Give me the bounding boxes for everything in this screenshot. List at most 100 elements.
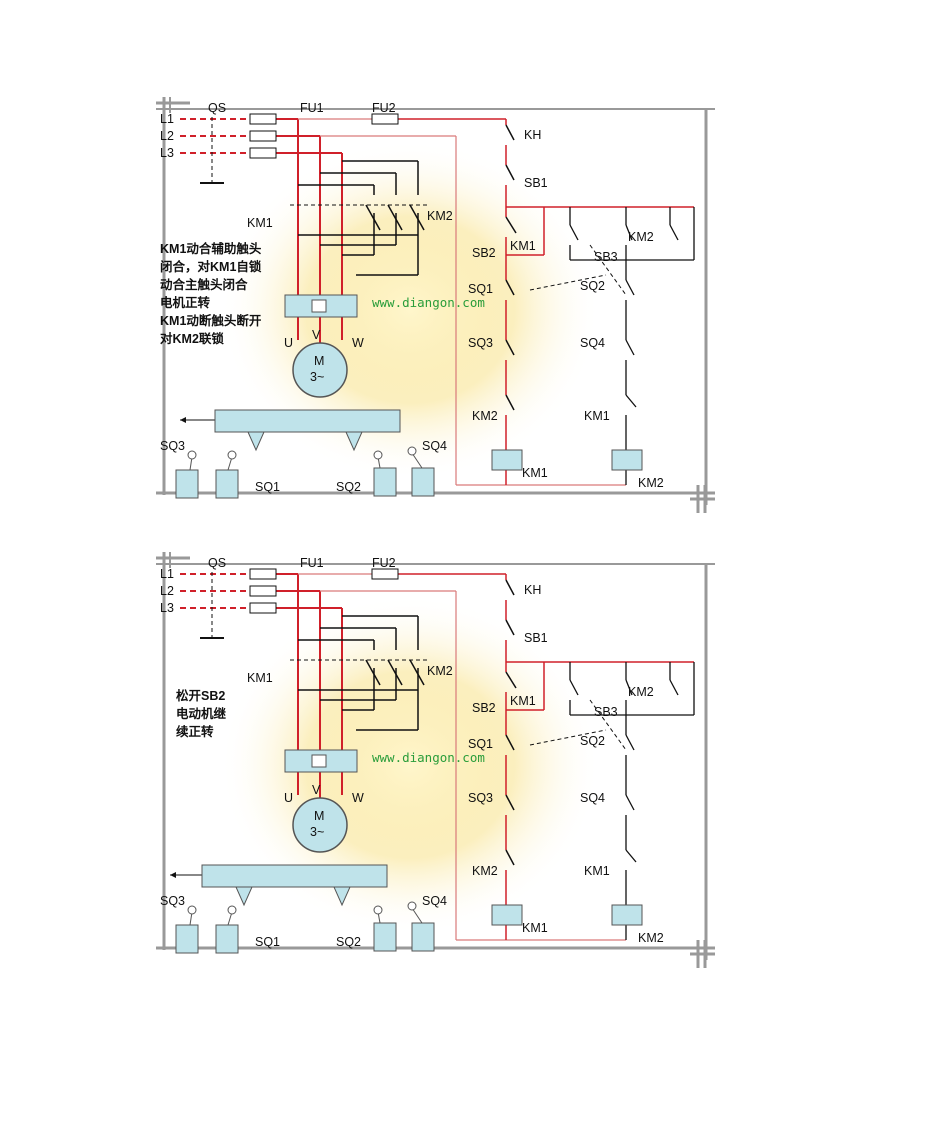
- label-sq3: SQ3: [468, 336, 493, 350]
- label-fu2: FU2: [372, 556, 396, 570]
- label-l1: L1: [160, 567, 174, 581]
- motor: M 3~: [292, 797, 348, 853]
- fu2-fuse: [371, 113, 399, 125]
- note-line-1: 松开SB2: [176, 688, 225, 703]
- control-supply: [298, 118, 626, 486]
- label-sq3-mech: SQ3: [160, 894, 185, 908]
- qs-isolator: [200, 117, 224, 184]
- note-line-2: 电动机继: [176, 706, 227, 721]
- motor: M 3~: [292, 342, 348, 398]
- panel1-note: KM1动合辅助触头 闭合，对KM1自锁 动合主触头闭合 电机正转 KM1动断触头…: [160, 241, 265, 346]
- label-km1-aux: KM1: [510, 239, 536, 253]
- label-l3: L3: [160, 601, 174, 615]
- label-qs: QS: [208, 101, 226, 115]
- limit-switches: [175, 446, 435, 499]
- control-circuit: [505, 574, 694, 940]
- main-contacts: [290, 160, 430, 276]
- control-branches: [529, 662, 695, 940]
- label-w: W: [352, 336, 364, 350]
- coils: [491, 904, 643, 926]
- motor-phase-label: 3~: [310, 825, 324, 839]
- label-sb2: SB2: [472, 246, 496, 260]
- label-sq4: SQ4: [580, 336, 605, 350]
- label-l2: L2: [160, 129, 174, 143]
- label-v: V: [312, 328, 321, 342]
- label-sq1-mech: SQ1: [255, 935, 280, 949]
- label-sq4: SQ4: [580, 791, 605, 805]
- label-km2-coil: KM2: [638, 476, 664, 490]
- panel2-note: 松开SB2 电动机继 续正转: [176, 688, 230, 739]
- note-line-1: KM1动合辅助触头: [160, 241, 262, 256]
- label-km1-main: KM1: [247, 671, 273, 685]
- fu2-fuse: [371, 568, 399, 580]
- label-km2-main: KM2: [427, 209, 453, 223]
- label-km2-aux: KM2: [628, 230, 654, 244]
- qs-isolator: [200, 572, 224, 639]
- label-sq3-mech: SQ3: [160, 439, 185, 453]
- label-kh: KH: [524, 128, 541, 142]
- label-km2-nc: KM2: [472, 409, 498, 423]
- label-sq1: SQ1: [468, 737, 493, 751]
- label-sq1-mech: SQ1: [255, 480, 280, 494]
- label-sb3: SB3: [594, 705, 618, 719]
- motor-label: M: [314, 354, 324, 368]
- kh-overload: [284, 294, 358, 318]
- label-sq2-mech: SQ2: [336, 935, 361, 949]
- label-km1-coil: KM1: [522, 921, 548, 935]
- label-u: U: [284, 336, 293, 350]
- carriage: [180, 409, 401, 452]
- label-sb1: SB1: [524, 176, 548, 190]
- kh-overload: [284, 749, 358, 773]
- label-sq3: SQ3: [468, 791, 493, 805]
- label-km2-coil: KM2: [638, 931, 664, 945]
- motor-label: M: [314, 809, 324, 823]
- label-v: V: [312, 783, 321, 797]
- circuit-diagram-2: FU1 FU2 QS L1 L2 L3 KM1 KM2 U V W M 3~ 松…: [150, 550, 720, 970]
- label-sq2-mech: SQ2: [336, 480, 361, 494]
- label-sq1: SQ1: [468, 282, 493, 296]
- circuit-diagram-1: FU1 FU2 QS L1 L2 L3 KM1 KM2 U V W M 3~ K…: [150, 95, 720, 515]
- note-line-5: KM1动断触头断开: [160, 313, 262, 328]
- motor-phase-label: 3~: [310, 370, 324, 384]
- label-l2: L2: [160, 584, 174, 598]
- label-km1-nc: KM1: [584, 409, 610, 423]
- limit-switches: [175, 901, 435, 954]
- label-km2-nc: KM2: [472, 864, 498, 878]
- note-line-3: 动合主触头闭合: [160, 277, 248, 292]
- label-sq4-mech: SQ4: [422, 439, 447, 453]
- label-sb2: SB2: [472, 701, 496, 715]
- note-line-6: 对KM2联锁: [160, 331, 224, 346]
- diagram-svg-2: FU1 FU2 QS L1 L2 L3 KM1 KM2 U V W M 3~ 松…: [156, 552, 715, 968]
- label-km1-main: KM1: [247, 216, 273, 230]
- label-sb1: SB1: [524, 631, 548, 645]
- label-l1: L1: [160, 112, 174, 126]
- control-branches: [529, 207, 695, 485]
- label-km1-coil: KM1: [522, 466, 548, 480]
- diagram-svg-1: FU1 FU2 QS L1 L2 L3 KM1 KM2 U V W M 3~ K…: [156, 97, 715, 513]
- note-line-2: 闭合，对KM1自锁: [160, 259, 262, 274]
- label-sb3: SB3: [594, 250, 618, 264]
- label-fu1: FU1: [300, 556, 324, 570]
- label-km1-aux: KM1: [510, 694, 536, 708]
- frame: [156, 552, 715, 968]
- frame: [156, 97, 715, 513]
- note-line-3: 续正转: [176, 724, 214, 739]
- label-sq4-mech: SQ4: [422, 894, 447, 908]
- fu1-fuses: [249, 113, 277, 159]
- label-w: W: [352, 791, 364, 805]
- main-contacts: [290, 615, 430, 731]
- label-fu2: FU2: [372, 101, 396, 115]
- watermark-1: www.diangon.com: [372, 295, 485, 310]
- watermark-2: www.diangon.com: [372, 750, 485, 765]
- label-sq2: SQ2: [580, 734, 605, 748]
- label-km2-main: KM2: [427, 664, 453, 678]
- fu1-fuses: [249, 568, 277, 614]
- label-sq2: SQ2: [580, 279, 605, 293]
- label-u: U: [284, 791, 293, 805]
- label-km2-aux: KM2: [628, 685, 654, 699]
- carriage: [170, 864, 388, 907]
- note-line-4: 电机正转: [160, 295, 211, 310]
- label-qs: QS: [208, 556, 226, 570]
- coils: [491, 449, 643, 471]
- label-fu1: FU1: [300, 101, 324, 115]
